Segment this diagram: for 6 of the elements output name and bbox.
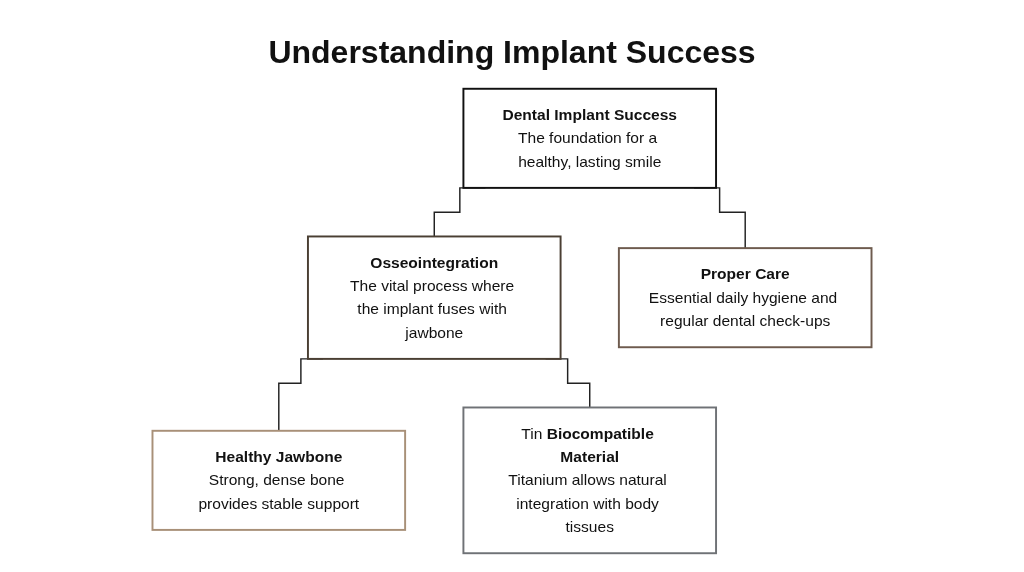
diagram-title: Understanding Implant Success [267,33,757,72]
node-box: Osseointegration The vital process where the implant fuses with jawbone [306,235,562,360]
node-box: Tin Biocompatible Material Titanium allows natural integration with body tissues [462,406,717,555]
node-box: Proper Care Essential daily hygiene and regular dental check-ups [617,247,873,349]
node-box: Healthy Jawbone Strong, dense bone provides stable support [151,429,407,531]
node-box: Dental Implant Success The foundation for a healthy, lasting smile [462,87,717,189]
